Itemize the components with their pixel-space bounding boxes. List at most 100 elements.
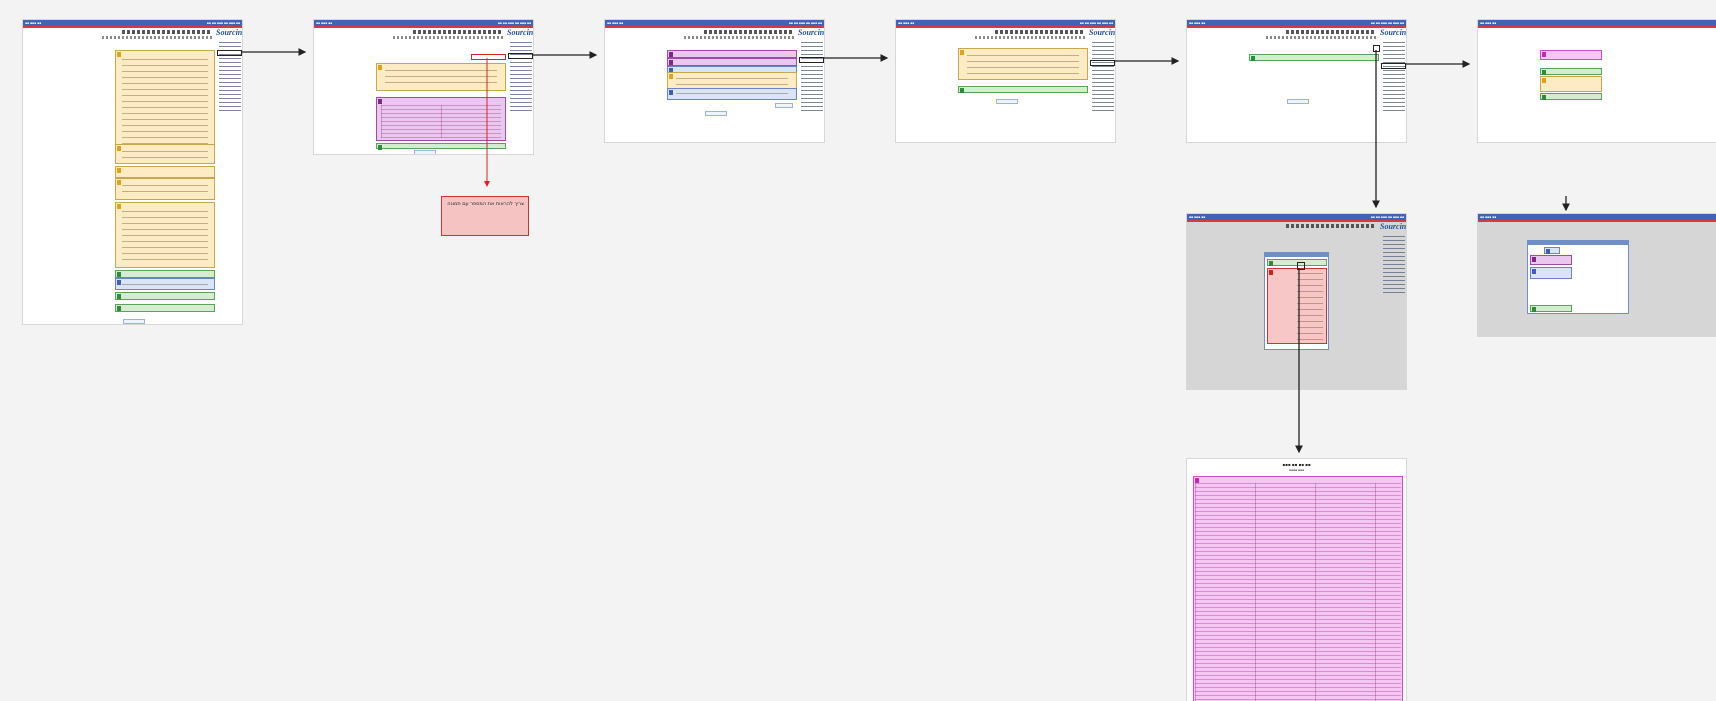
panel-tag <box>117 146 121 151</box>
panel-tag <box>960 88 964 93</box>
search-panel <box>376 63 506 91</box>
form-panel-5 <box>115 202 215 268</box>
panel-tag <box>669 74 673 79</box>
panel-tag <box>1542 95 1546 100</box>
pager <box>996 99 1018 104</box>
green-panel-1 <box>115 270 215 278</box>
panel-tag <box>1532 257 1536 262</box>
pager <box>775 103 793 108</box>
panel-tag <box>117 294 121 299</box>
modal-blue-bar <box>1544 247 1560 254</box>
page-heading <box>704 30 794 34</box>
modal-blue-bar-2 <box>1530 267 1572 279</box>
panel-tag <box>1532 307 1536 312</box>
panel-tag <box>117 168 121 173</box>
green-panel-1 <box>958 86 1088 93</box>
sourcing-logo: Sourcing <box>798 28 824 41</box>
panel-tag <box>117 52 121 57</box>
page-heading <box>413 30 503 34</box>
green-panel-1 <box>1540 68 1602 75</box>
pager <box>414 150 436 154</box>
panel-tag <box>378 65 382 70</box>
modal-dialog <box>1527 240 1629 314</box>
panel-tag <box>1546 249 1550 254</box>
panel-tag <box>1532 269 1536 274</box>
results-table <box>376 97 506 141</box>
side-menu <box>219 42 241 112</box>
screen-8: ▪▪ ▪▪▪ ▪▪ <box>1478 214 1716 336</box>
modal-header <box>1528 241 1628 245</box>
modal-green-bar <box>1530 305 1572 312</box>
logo-text: Sourcing <box>507 28 533 37</box>
green-panel-2 <box>115 292 215 300</box>
modal-header <box>1265 253 1328 257</box>
pager <box>1287 99 1309 104</box>
page-subheading <box>684 36 794 39</box>
logo-text: Sourcing <box>1089 28 1115 37</box>
panel-tag <box>1195 478 1199 483</box>
top-nav-bar: ▪▪ ▪▪▪ ▪▪▪▪ ▪▪ ▪▪▪ ▪▪ ▪▪▪ ▪▪ <box>605 20 824 28</box>
panel-tag <box>117 280 121 285</box>
logo-text: Sourcing <box>216 28 242 37</box>
highlight-icon <box>1373 45 1380 52</box>
page-subheading <box>1266 36 1376 39</box>
page-subheading <box>393 36 503 39</box>
top-nav-bar: ▪▪ ▪▪▪ ▪▪ <box>1478 214 1716 222</box>
page-subheading <box>102 36 212 39</box>
green-panel-2 <box>1540 93 1602 100</box>
screen-6: ▪▪ ▪▪▪ ▪▪ <box>1478 20 1716 142</box>
screen-2: ▪▪ ▪▪▪ ▪▪▪▪ ▪▪ ▪▪▪ ▪▪ ▪▪▪ ▪▪ Sourcing <box>314 20 533 154</box>
side-menu <box>1383 42 1405 112</box>
screen-5: ▪▪ ▪▪▪ ▪▪▪▪ ▪▪ ▪▪▪ ▪▪ ▪▪▪ ▪▪ Sourcing <box>1187 20 1406 142</box>
top-nav-bar: ▪▪ ▪▪▪ ▪▪▪▪ ▪▪ ▪▪▪ ▪▪ ▪▪▪ ▪▪ <box>1187 214 1406 222</box>
details-panel-5 <box>667 88 797 100</box>
details-panel-1 <box>667 50 797 58</box>
highlight-menu-item <box>508 53 533 59</box>
modal-dialog <box>1264 252 1329 350</box>
panel-tag <box>1251 56 1255 61</box>
panel-tag <box>117 272 121 277</box>
screen-1: ▪▪ ▪▪▪ ▪▪▪▪ ▪▪ ▪▪▪ ▪▪ ▪▪▪ ▪▪ Sourcing <box>23 20 242 324</box>
panel-tag <box>117 180 121 185</box>
panel-tag <box>1542 70 1546 75</box>
highlight-menu-item <box>1090 60 1115 66</box>
screen-3: ▪▪ ▪▪▪ ▪▪▪▪ ▪▪ ▪▪▪ ▪▪ ▪▪▪ ▪▪ Sourcing <box>605 20 824 142</box>
logo-text: Sourcing <box>798 28 824 37</box>
details-panel-2 <box>667 58 797 66</box>
pink-panel <box>1540 50 1602 60</box>
panel-tag <box>117 306 121 311</box>
yellow-panel <box>1540 76 1602 92</box>
panel-tag <box>669 68 673 73</box>
panel-tag <box>378 99 382 104</box>
panel-tag <box>669 52 673 57</box>
panel-tag <box>117 204 121 209</box>
sourcing-logo: Sourcing <box>1089 28 1115 41</box>
page-heading <box>1286 30 1376 34</box>
top-nav-bar: ▪▪ ▪▪▪ ▪▪▪▪ ▪▪ ▪▪▪ ▪▪ ▪▪▪ ▪▪ <box>314 20 533 28</box>
highlight-menu-item <box>1381 63 1406 69</box>
sourcing-logo: Sourcing <box>1380 222 1406 235</box>
top-nav-bar: ▪▪ ▪▪▪ ▪▪▪▪ ▪▪ ▪▪▪ ▪▪ ▪▪▪ ▪▪ <box>23 20 242 28</box>
top-nav-bar: ▪▪ ▪▪▪ ▪▪ <box>1478 20 1716 28</box>
blue-panel-1 <box>115 278 215 290</box>
side-menu <box>801 42 823 112</box>
panel-tag <box>1269 270 1273 275</box>
logo-text: Sourcing <box>1380 28 1406 37</box>
page-heading <box>122 30 212 34</box>
annotation-note: צריך להראות את המספר עם תמונה <box>441 196 529 236</box>
page-heading <box>995 30 1085 34</box>
report-title: ▪▪▪ ▪▪ ▪▪ ▪▪ <box>1282 462 1311 467</box>
top-nav-bar: ▪▪ ▪▪▪ ▪▪▪▪ ▪▪ ▪▪▪ ▪▪ ▪▪▪ ▪▪ <box>1187 20 1406 28</box>
side-menu <box>1383 236 1405 296</box>
panel-tag <box>1542 52 1546 57</box>
highlight-menu-item <box>217 50 242 56</box>
top-nav-bar: ▪▪ ▪▪▪ ▪▪▪▪ ▪▪ ▪▪▪ ▪▪ ▪▪▪ ▪▪ <box>896 20 1115 28</box>
annotation-note-text: צריך להראות את המספר עם תמונה <box>447 201 524 207</box>
page-subheading <box>975 36 1085 39</box>
green-panel-3 <box>115 304 215 312</box>
screen-9: ▪▪▪ ▪▪ ▪▪ ▪▪ ▪▪▪▪ ▪▪▪ <box>1187 459 1406 701</box>
logo-text: Sourcing <box>1380 222 1406 231</box>
highlight-search-field <box>471 54 506 60</box>
pager <box>123 319 145 324</box>
